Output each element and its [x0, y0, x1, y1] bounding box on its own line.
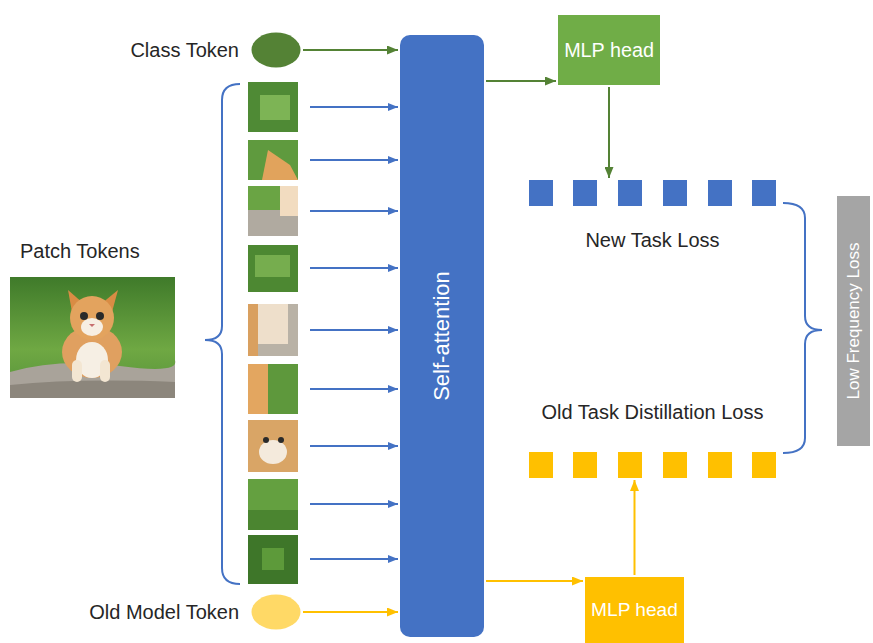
loss-vector: Old Task Distillation Loss: [506, 400, 799, 478]
node-text: MLP head: [564, 39, 654, 62]
loss-square: [708, 180, 732, 206]
right-brace: [783, 203, 822, 453]
flow-arrow: [303, 611, 398, 613]
loss-vector: New Task Loss: [516, 180, 789, 252]
flow-arrow: [634, 480, 636, 575]
token-ellipse: Class Token: [95, 30, 301, 70]
flow-arrow: [486, 580, 583, 582]
mlp-head: MLP head: [585, 577, 684, 643]
node-text: MLP head: [591, 599, 678, 621]
image-patches: [248, 82, 298, 584]
loss-square: [618, 180, 642, 206]
token-ellipse-shape: [251, 594, 301, 630]
loss-square: [529, 180, 553, 206]
loss-square: [663, 180, 687, 206]
flow-arrow: [608, 87, 610, 178]
mlp-head: MLP head: [558, 15, 660, 85]
loss-box: Low Frequency Loss: [837, 196, 870, 446]
loss-square: [529, 452, 553, 478]
loss-square: [752, 452, 776, 478]
left-brace: [205, 84, 240, 584]
attention-block: Self-attention: [400, 35, 484, 637]
loss-square: [663, 452, 687, 478]
cat-photo: [10, 277, 175, 398]
loss-square: [573, 452, 597, 478]
node-text: Old Task Distillation Loss: [506, 400, 799, 424]
node-text: New Task Loss: [516, 228, 789, 252]
patch-arrows: [310, 107, 398, 559]
token-ellipse-shape: [251, 32, 301, 68]
token-ellipse: Old Model Token: [65, 592, 301, 632]
flow-arrow: [486, 80, 556, 82]
loss-square: [752, 180, 776, 206]
node-text: Old Model Token: [89, 601, 239, 624]
node-text: Low Frequency Loss: [844, 243, 864, 400]
flow-arrow: [303, 49, 398, 51]
loss-square: [618, 452, 642, 478]
loss-squares: [516, 180, 789, 206]
loss-squares: [506, 452, 799, 478]
loss-square: [573, 180, 597, 206]
group-label: Patch Tokens: [20, 240, 140, 263]
node-text: Self-attention: [429, 271, 455, 401]
loss-square: [708, 452, 732, 478]
node-text: Class Token: [130, 39, 239, 62]
